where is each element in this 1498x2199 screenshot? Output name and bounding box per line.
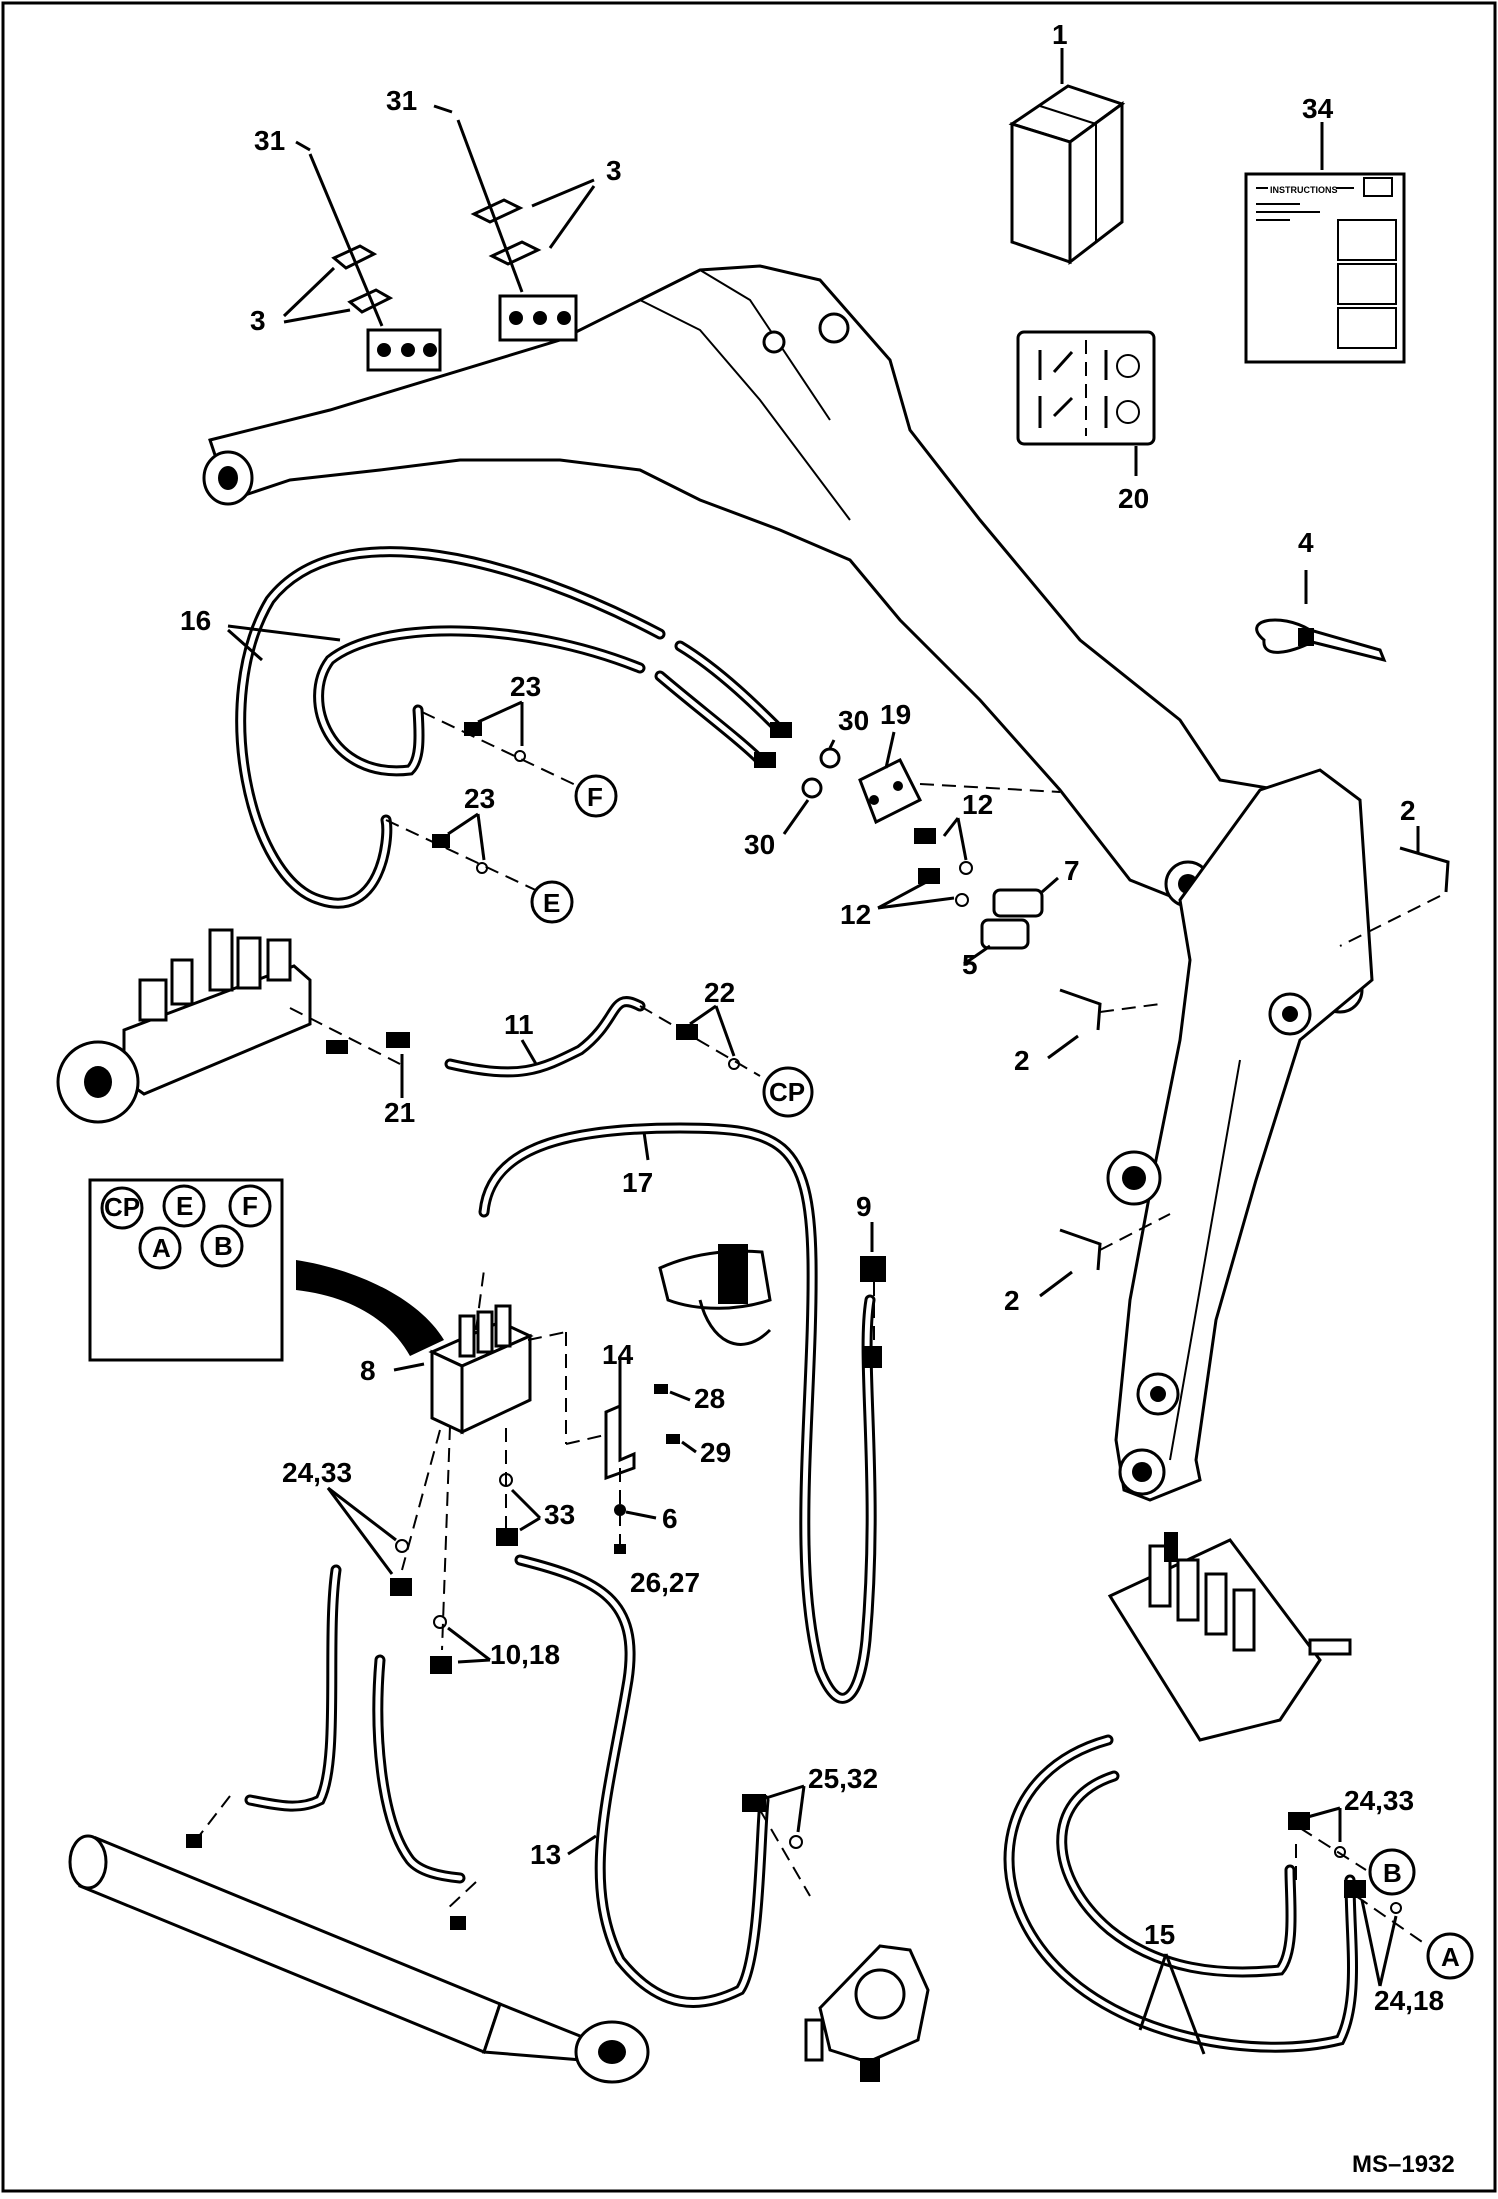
callout-3-top: 3 [606,155,622,186]
callout-23-upper: 23 [510,671,541,702]
callout-24-33-left: 24,33 [282,1457,352,1488]
callout-24-18: 24,18 [1374,1985,1444,2016]
pointer-arrow [296,1260,444,1356]
parts-box-icon [1008,84,1126,266]
callout-5: 5 [962,949,978,980]
instructions-title: INSTRUCTIONS [1270,185,1338,195]
callout-30-top: 30 [838,705,869,736]
callout-7: 7 [1064,855,1080,886]
callout-4: 4 [1298,527,1314,558]
diagram-id: MS–1932 [1352,2151,1455,2178]
svg-text:CP: CP [769,1077,805,1107]
hose-clamp-set-right [470,198,578,342]
svg-text:F: F [242,1191,258,1221]
coupler-7 [992,888,1044,918]
callout-22: 22 [704,977,735,1008]
callout-2-lower: 2 [1004,1285,1020,1316]
hose-17 [478,1122,877,1704]
hose-clamp-set-left [331,244,442,372]
callout-34: 34 [1302,93,1334,124]
svg-text:A: A [152,1233,171,1263]
callout-14: 14 [602,1339,634,1370]
callout-28: 28 [694,1383,725,1414]
callout-15: 15 [1144,1919,1175,1950]
cylinder-hoses [244,1564,466,1884]
callout-16: 16 [180,605,211,636]
callout-31-right: 31 [386,85,417,116]
port-legend-box: CP E F A B [88,1178,284,1362]
excavator-boom [202,264,1364,1014]
callout-12-lower: 12 [840,899,871,930]
svg-text:E: E [176,1191,193,1221]
svg-text:CP: CP [104,1192,140,1222]
bracket-14 [604,1403,636,1481]
callout-8: 8 [360,1355,376,1386]
hydraulic-cylinder-icon [68,1834,650,2084]
accumulator-valve-icon [56,928,312,1124]
instructions-sheet-icon: INSTRUCTIONS [1244,172,1406,364]
callout-24-33-right: 24,33 [1344,1785,1414,1816]
wiring-harness-icon [658,1244,772,1346]
callout-19: 19 [880,699,911,730]
callout-6: 6 [662,1503,678,1534]
callout-2-middle: 2 [1014,1045,1030,1076]
svg-text:A: A [1441,1942,1460,1972]
callout-26-27: 26,27 [630,1567,700,1598]
callout-12-upper: 12 [962,789,993,820]
bracket-2-right [1399,846,1450,893]
callout-13: 13 [530,1839,561,1870]
decal-icon [1016,330,1156,446]
callout-9: 9 [856,1191,872,1222]
bolt-right [456,119,524,293]
hose-16 [235,546,786,909]
callout-21: 21 [384,1097,415,1128]
bracket-2-lower [1059,1228,1102,1271]
control-valve-icon [1107,1532,1352,1742]
mounting-plate-19 [858,757,923,825]
callout-2-right: 2 [1400,795,1416,826]
hose-15 [1003,1734,1358,2053]
callout-11: 11 [504,1009,534,1040]
svg-text:F: F [587,782,603,812]
callout-23-lower: 23 [464,783,495,814]
coupler-5 [980,918,1030,950]
bracket-2-middle [1059,988,1102,1031]
callout-33: 33 [544,1499,575,1530]
port-e: E [530,880,574,924]
cable-tie-icon [1255,618,1387,663]
svg-text:E: E [543,888,560,918]
bolt-left [308,153,384,327]
switch-icon [860,1256,886,1368]
solenoid-valve-icon [428,1304,534,1435]
callout-30-bottom: 30 [744,829,775,860]
port-a: A [1426,1932,1474,1980]
hose-11 [444,996,646,1078]
callout-20: 20 [1118,483,1149,514]
callout-1: 1 [1052,19,1068,50]
fitting-23-upper [464,722,482,736]
svg-text:B: B [1383,1858,1402,1888]
pump-icon [804,1944,930,2082]
fitting-23-lower [432,834,450,848]
callout-3-bottom: 3 [250,305,266,336]
callout-17: 17 [622,1167,653,1198]
callout-29: 29 [700,1437,731,1468]
port-cp: CP [762,1066,814,1118]
svg-text:B: B [214,1231,233,1261]
hose-13 [514,1554,770,2008]
port-b: B [1368,1848,1416,1896]
callout-31-left: 31 [254,125,285,156]
callout-10-18: 10,18 [490,1639,560,1670]
callout-25-32: 25,32 [808,1763,878,1794]
port-f: F [574,774,618,818]
excavator-arm [1106,768,1374,1502]
